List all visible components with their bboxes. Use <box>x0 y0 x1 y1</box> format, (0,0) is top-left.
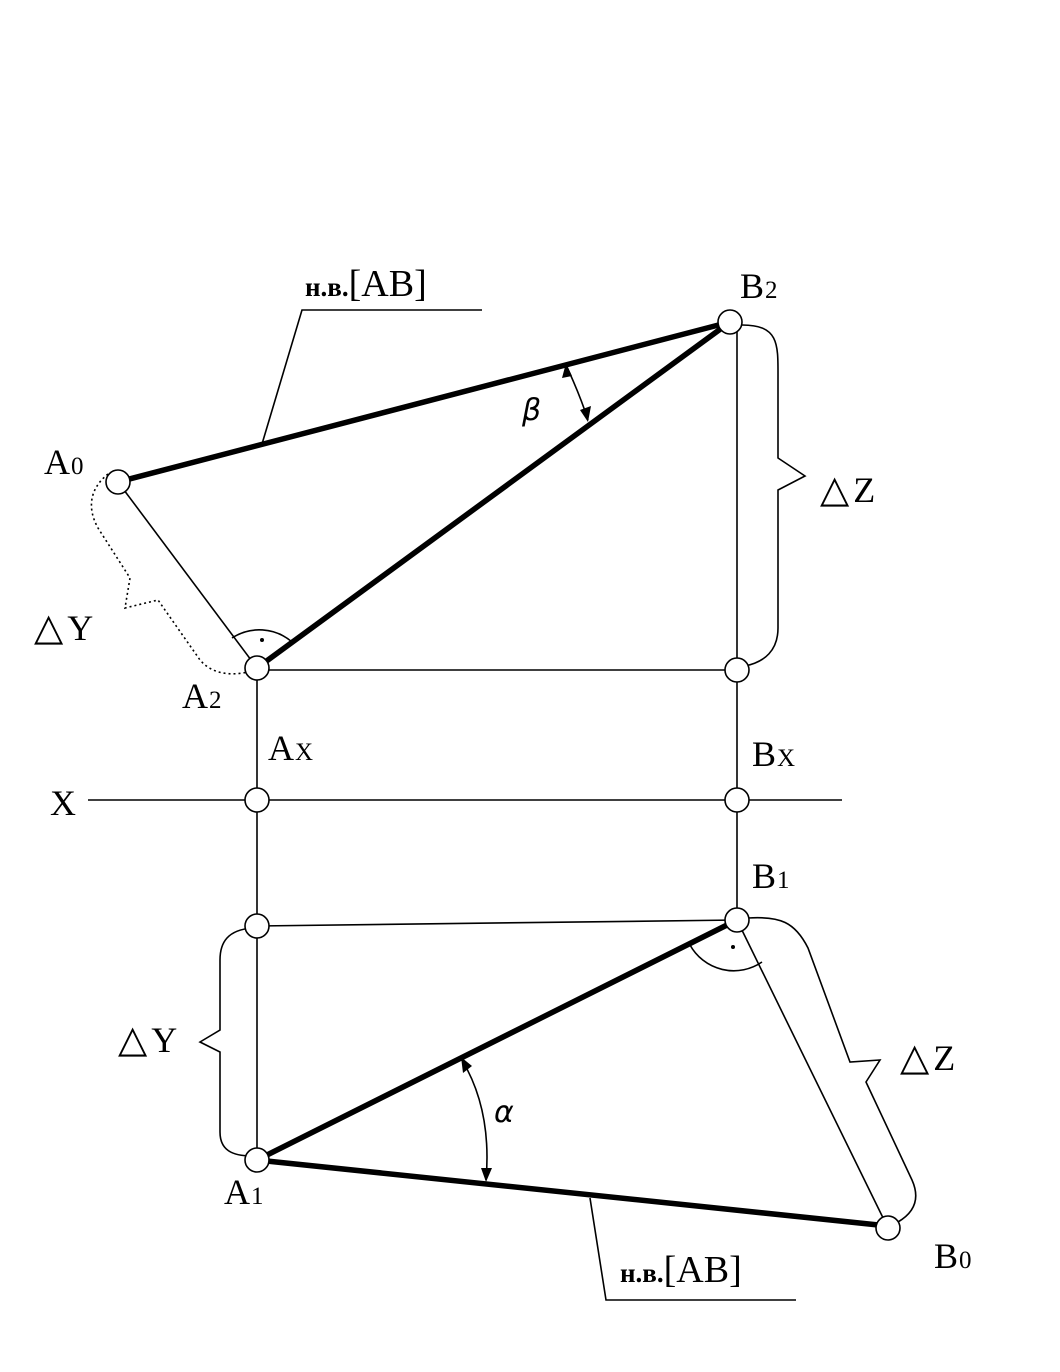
label-a2: A2 <box>182 676 222 716</box>
label-b0: B0 <box>934 1236 972 1276</box>
delta-z-label-bottom: △Z <box>900 1035 955 1079</box>
delta-y-label-top: △Y <box>34 605 93 649</box>
horizontal-projection-a1-b1 <box>254 917 740 1163</box>
beta-label: β <box>521 393 541 428</box>
x-axis-label: X <box>50 783 76 823</box>
point-a2 <box>244 655 270 681</box>
point-b1 <box>724 907 750 933</box>
label-a1: A1 <box>224 1172 264 1212</box>
point-a0 <box>105 469 131 495</box>
delta-z-brace-top <box>741 324 807 667</box>
frontal-projection-a2-b2 <box>254 319 733 671</box>
beta-arrow-top <box>562 363 572 378</box>
delta-y-brace-bottom <box>198 927 253 1157</box>
true-length-bottom <box>254 1157 891 1229</box>
label-b1: B1 <box>752 856 790 896</box>
true-length-top <box>115 319 733 485</box>
point-a-horizontal-level <box>244 913 270 939</box>
label-bx: BX <box>752 734 795 774</box>
true-length-label-top: н.в.[AB] <box>305 263 427 305</box>
horizontal-line-a-b1 <box>256 919 738 927</box>
line-b1-b0 <box>736 919 889 1229</box>
delta-z-label-top: △Z <box>820 467 875 511</box>
right-angle-arc-top <box>231 629 293 643</box>
true-length-label-bottom: н.в.[AB] <box>620 1249 742 1291</box>
right-angle-dot-top <box>260 638 264 642</box>
label-ax: AX <box>268 728 313 768</box>
delta-z-brace-bottom <box>747 916 917 1223</box>
label-a0: A0 <box>44 442 84 482</box>
alpha-arrow-top <box>461 1057 472 1073</box>
point-bx <box>724 787 750 813</box>
line-a0-a2 <box>117 481 258 669</box>
alpha-arrow-bottom <box>481 1168 492 1182</box>
alpha-angle-arc <box>461 1059 488 1181</box>
delta-y-label-bottom: △Y <box>118 1017 177 1061</box>
true-length-leader-bottom <box>589 1197 796 1301</box>
beta-arrow-bottom <box>580 406 591 422</box>
delta-y-brace-top <box>90 473 249 675</box>
point-b2 <box>717 309 743 335</box>
point-ax <box>244 787 270 813</box>
right-angle-dot-bottom <box>731 945 735 949</box>
point-a1 <box>244 1147 270 1173</box>
true-length-leader-top <box>261 309 482 445</box>
point-b0 <box>875 1215 901 1241</box>
point-b-frontal-level <box>724 657 750 683</box>
right-angle-arc-bottom <box>689 944 763 972</box>
label-b2: B2 <box>740 266 778 306</box>
alpha-label: α <box>494 1095 514 1130</box>
